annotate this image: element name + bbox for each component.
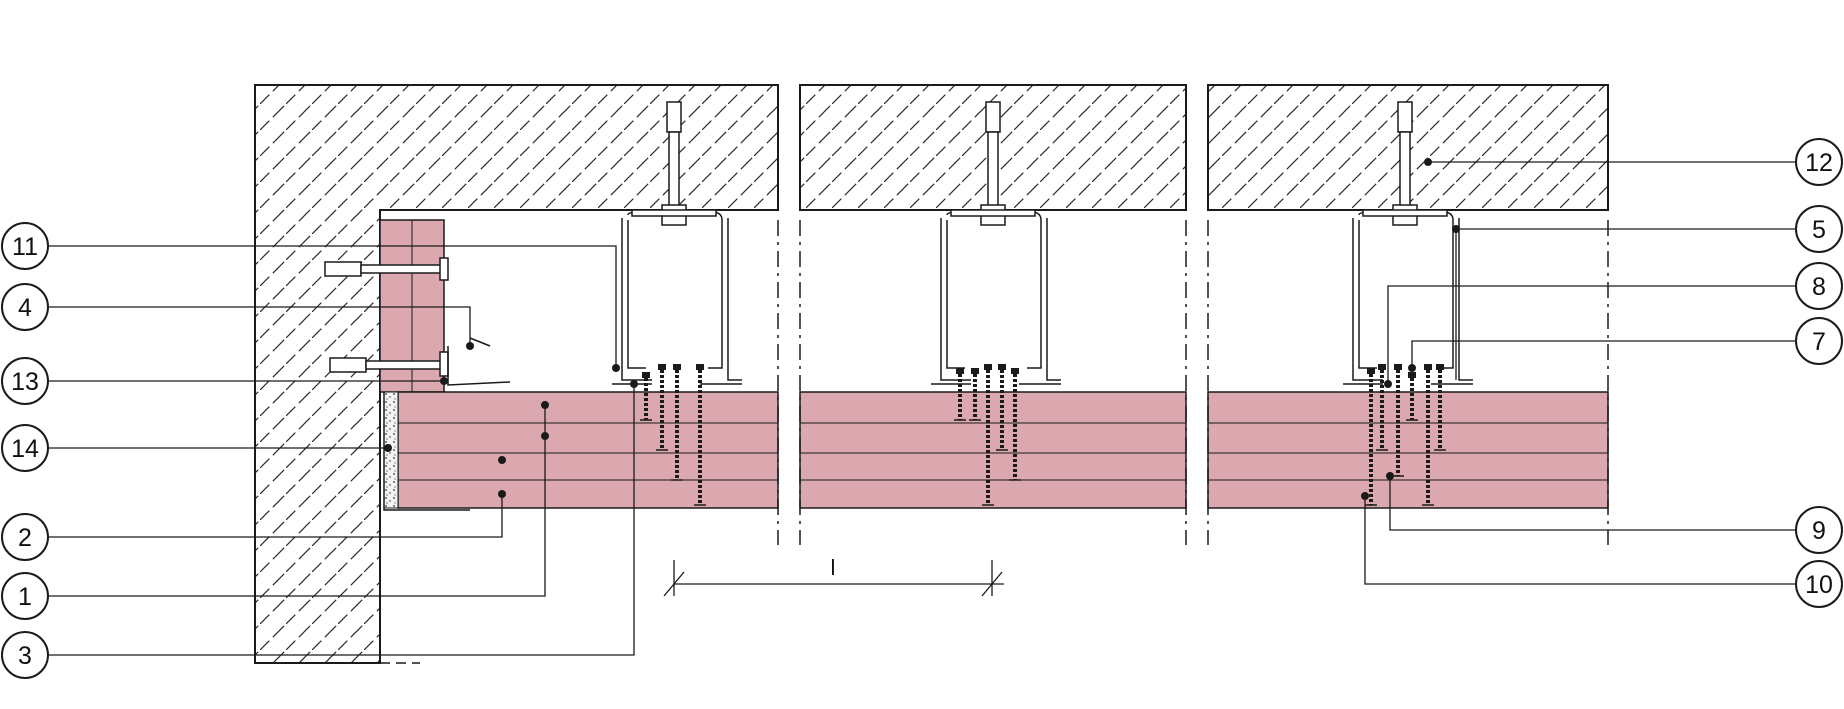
callout-label: 13 [11,368,39,396]
callout-13: 13 [1,357,49,405]
screw [954,368,966,421]
callout-label: 2 [18,524,32,552]
callout-1: 1 [1,572,49,620]
callout-label: 12 [1805,149,1833,177]
callout-label: 14 [11,435,39,463]
callout-label: 1 [18,583,32,611]
break-lines [777,220,1609,545]
screw [996,364,1008,451]
callout-2: 2 [1,513,49,561]
screw [1009,368,1021,481]
leader-dots [384,158,1460,500]
screw [656,364,668,451]
screw [671,364,683,481]
callout-label: 11 [12,233,38,261]
screw [1406,372,1418,421]
callout-label: 10 [1805,571,1833,599]
callout-label: 7 [1812,328,1826,356]
callout-label: 3 [18,642,32,670]
screw [982,364,994,506]
callout-12: 12 [1795,138,1843,186]
wall-and-slab-left [254,84,779,664]
hanger-assemblies [612,101,1473,385]
screw [1434,364,1446,451]
hanger-right [1343,101,1473,385]
screw [1376,364,1388,451]
callout-5: 5 [1795,205,1843,253]
callout-7: 7 [1795,317,1843,365]
callout-14: 14 [1,424,49,472]
ceiling-boards-left [397,391,779,509]
dimension-line [663,560,1004,597]
callout-3: 3 [1,631,49,679]
callout-11: 11 [1,222,49,270]
callout-label: 5 [1812,216,1826,244]
callout-label: 4 [18,294,32,322]
callout-4: 4 [1,283,49,331]
callout-10: 10 [1795,560,1843,608]
screw [640,372,652,421]
screw [969,368,981,421]
ceiling-boards-middle [799,391,1187,509]
callout-label: 8 [1812,273,1826,301]
callout-9: 9 [1795,506,1843,554]
screw [1422,364,1434,506]
wall-anchors [324,257,511,386]
leader-lines [49,161,1795,656]
screw [694,364,706,506]
board-layers [379,219,1609,511]
dimension-label: l [831,555,836,580]
callout-label: 9 [1812,517,1826,545]
ceiling-boards-right [1207,391,1609,509]
callout-8: 8 [1795,262,1843,310]
screw [1365,368,1377,506]
